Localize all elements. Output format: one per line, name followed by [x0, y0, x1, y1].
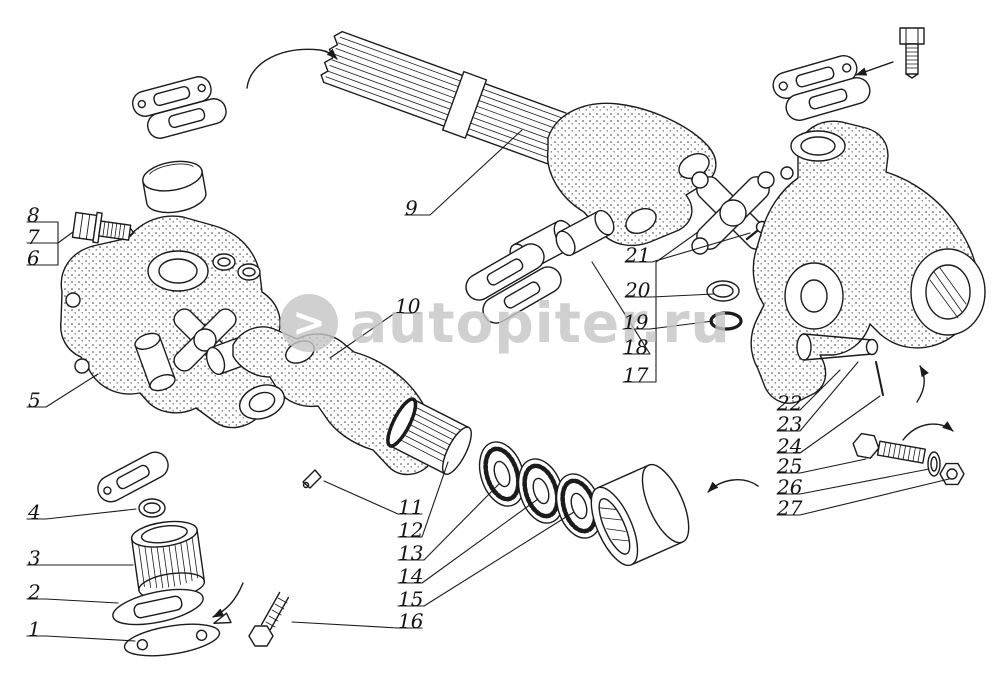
callout-5: 5 [28, 388, 41, 412]
callout-21: 21 [625, 243, 651, 267]
curved-arrow [246, 48, 338, 89]
seal-ring [138, 498, 166, 518]
gasket [112, 588, 204, 626]
bolt [852, 432, 926, 464]
bearing-sleeve [590, 463, 690, 567]
callout-27: 27 [777, 496, 803, 520]
callout-6: 6 [27, 246, 40, 270]
callout-2: 2 [28, 580, 41, 604]
nut [939, 462, 965, 486]
grease-fitting [302, 469, 322, 489]
flange-bolt [899, 27, 925, 79]
callout-20: 20 [625, 278, 651, 302]
callout-17: 17 [623, 363, 649, 387]
callout-4: 4 [28, 500, 41, 524]
lock-plate [785, 77, 871, 121]
callout-26: 26 [777, 475, 803, 499]
callout-24: 24 [777, 434, 803, 458]
callout-25: 25 [777, 454, 803, 478]
callout-22: 22 [777, 391, 803, 415]
callout-14: 14 [398, 564, 424, 588]
retaining-ring [709, 311, 743, 331]
bolt [71, 211, 135, 244]
retainer-plate [482, 266, 562, 324]
bearing-cup [134, 332, 176, 392]
gasket-plate [146, 98, 227, 139]
pointer-arrow [855, 61, 894, 76]
bolt [248, 591, 290, 647]
callout-7: 7 [27, 225, 40, 249]
cap-plate [97, 451, 169, 503]
callout-11: 11 [398, 495, 424, 519]
callout-8: 8 [27, 203, 40, 227]
callout-23: 23 [777, 412, 803, 436]
callout-16: 16 [398, 609, 424, 633]
splined-hub [386, 397, 472, 475]
callout-12: 12 [398, 518, 424, 542]
callout-19: 19 [623, 310, 649, 334]
retainer-plate [465, 243, 545, 301]
lock-plate [123, 612, 232, 657]
callout-18: 18 [623, 335, 649, 359]
curved-arrow [902, 421, 954, 441]
curved-arrow [916, 365, 929, 403]
callout-15: 15 [398, 587, 424, 611]
callout-10: 10 [395, 294, 421, 318]
needle [875, 361, 884, 396]
bearing-cap [142, 160, 207, 214]
serrated-washer [478, 441, 526, 507]
splined-shaft [320, 30, 567, 165]
curved-arrow [707, 479, 759, 493]
bearing-cup-small [555, 209, 615, 257]
pin [796, 333, 879, 361]
callout-9: 9 [405, 196, 418, 220]
washer [927, 451, 941, 477]
leader-lines [26, 129, 950, 642]
end-yoke-knuckle [750, 120, 979, 404]
callout-3: 3 [28, 546, 41, 570]
serrated-washer [555, 473, 603, 539]
curved-arrow [212, 582, 244, 618]
callout-13: 13 [398, 541, 424, 565]
callout-1: 1 [28, 617, 41, 641]
seal-ring [706, 280, 740, 302]
